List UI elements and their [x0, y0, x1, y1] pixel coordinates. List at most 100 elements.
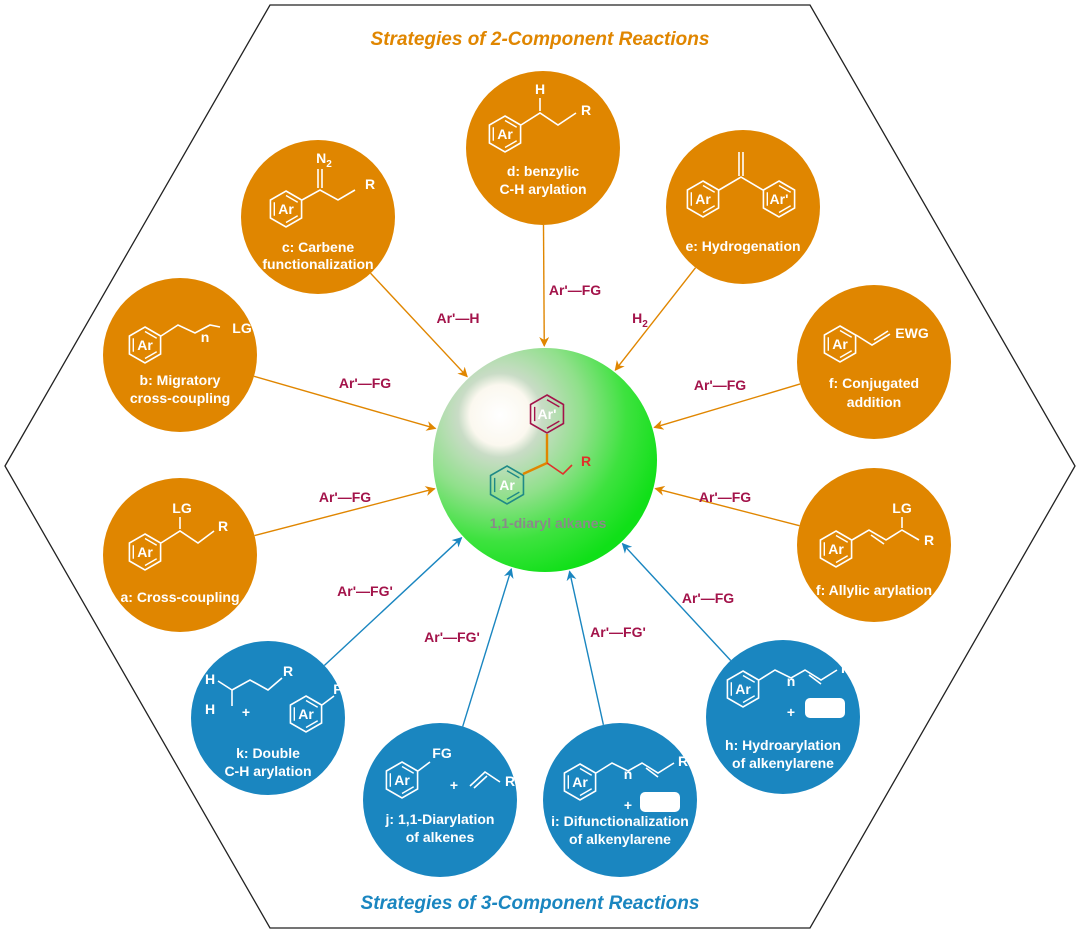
arrow-h [621, 542, 732, 661]
arrow-i [566, 570, 605, 725]
ring-label: Ar [572, 774, 588, 790]
arrow-c [370, 272, 468, 378]
circle-bg [241, 140, 395, 294]
arrow-d [539, 224, 550, 348]
arrow-label: Ar'—H [437, 310, 480, 326]
benzene-ring-icon [269, 190, 303, 228]
top-title: Strategies of 2-Component Reactions [371, 29, 710, 50]
benzene-ring-icon [488, 115, 522, 153]
bottom-title: Strategies of 3-Component Reactions [361, 893, 700, 914]
benzene-ring-icon [686, 180, 720, 218]
circle-bg [103, 278, 257, 432]
ring-label: Ar [137, 544, 153, 560]
strategy-circle-i: i: Difunctionalization of alkenylarene Ar n… [543, 723, 697, 877]
ring-label: Ar [735, 681, 751, 697]
strategy-label: of alkenylarene [569, 831, 671, 847]
strategy-label: functionalization [262, 256, 373, 272]
bond [160, 530, 215, 544]
benzene-ring-icon [289, 695, 323, 733]
r-label: R [841, 660, 851, 676]
circle-bg [797, 468, 951, 622]
arrow-f1 [653, 383, 801, 430]
strategy-label: f: Allylic arylation [816, 582, 932, 598]
r-label: R [218, 518, 228, 534]
benzene-ring-icon [489, 465, 525, 505]
center-r-label: R [581, 453, 591, 469]
reagent-label: [H] [815, 700, 834, 716]
strategy-label: i: Difunctionalization [551, 813, 689, 829]
sphere [433, 348, 657, 572]
h-label: H [205, 671, 215, 687]
center-label: 1,1-diaryl alkanes [490, 515, 607, 531]
lg-label: LG [172, 500, 192, 516]
ring-label: Ar' [770, 191, 789, 207]
arrow-label: Ar'—FG' [590, 624, 646, 640]
bond [522, 461, 548, 476]
r-label: R [505, 773, 515, 789]
strategy-label: d: benzylic [507, 163, 580, 179]
lg-label: LG [892, 500, 912, 516]
arrow-label: Ar'—FG [694, 377, 746, 393]
r-label: R [678, 753, 688, 769]
ring-label: Ar [499, 477, 515, 493]
arrow-label: Ar'—FG [682, 590, 734, 606]
benzene-ring-icon [563, 763, 597, 801]
arrow-label: Ar'—FG' [424, 629, 480, 645]
r-label: R [924, 532, 934, 548]
bond [873, 330, 889, 341]
bond [469, 770, 501, 787]
bond [301, 189, 356, 201]
bond [321, 695, 335, 706]
arrow-label: H2 [632, 310, 648, 330]
ring-label: Ar [497, 126, 513, 142]
strategy-label: addition [847, 394, 901, 410]
reagent-label: [FG] [646, 794, 675, 810]
n-label: n [624, 766, 633, 782]
strategy-label: of alkenes [406, 829, 475, 845]
bond [231, 677, 283, 691]
strategy-label: a: Cross-coupling [120, 589, 239, 605]
strategy-label: C-H arylation [224, 763, 311, 779]
bond [808, 674, 822, 685]
bond [546, 462, 573, 476]
ewg-label: EWG [895, 325, 929, 341]
strategy-label: j: 1,1-Diarylation [385, 811, 495, 827]
circle-bg [543, 723, 697, 877]
circle-bg [466, 71, 620, 225]
strategy-label: of alkenylarene [732, 755, 834, 771]
arrow-e [614, 267, 697, 372]
arrow-k [323, 537, 463, 667]
bond [645, 767, 659, 778]
bond [758, 669, 838, 681]
benzene-ring-icon [385, 761, 419, 799]
benzene-ring-icon [128, 326, 162, 364]
strategy-circle-a: a: Cross-coupling Ar LG R [103, 478, 257, 632]
circle-bg [191, 641, 345, 795]
arrow-label: Ar'—FG [549, 282, 601, 298]
benzene-ring-icon [762, 180, 796, 218]
fg-label: FG [333, 681, 353, 697]
ring-label: Ar [695, 191, 711, 207]
strategy-label: b: Migratory [140, 372, 221, 388]
benzene-ring-icon [823, 325, 857, 363]
hexagon-frame [4, 4, 1076, 929]
bond [417, 761, 431, 772]
arrow-label: Ar'—FG [699, 489, 751, 505]
arrow-f2 [654, 485, 800, 527]
circle-bg [797, 285, 951, 439]
benzene-ring-icon [128, 533, 162, 571]
h-label: H [205, 701, 215, 717]
fg-label: FG [432, 745, 452, 761]
r-label: R [581, 102, 591, 118]
arrow-j [462, 567, 514, 727]
